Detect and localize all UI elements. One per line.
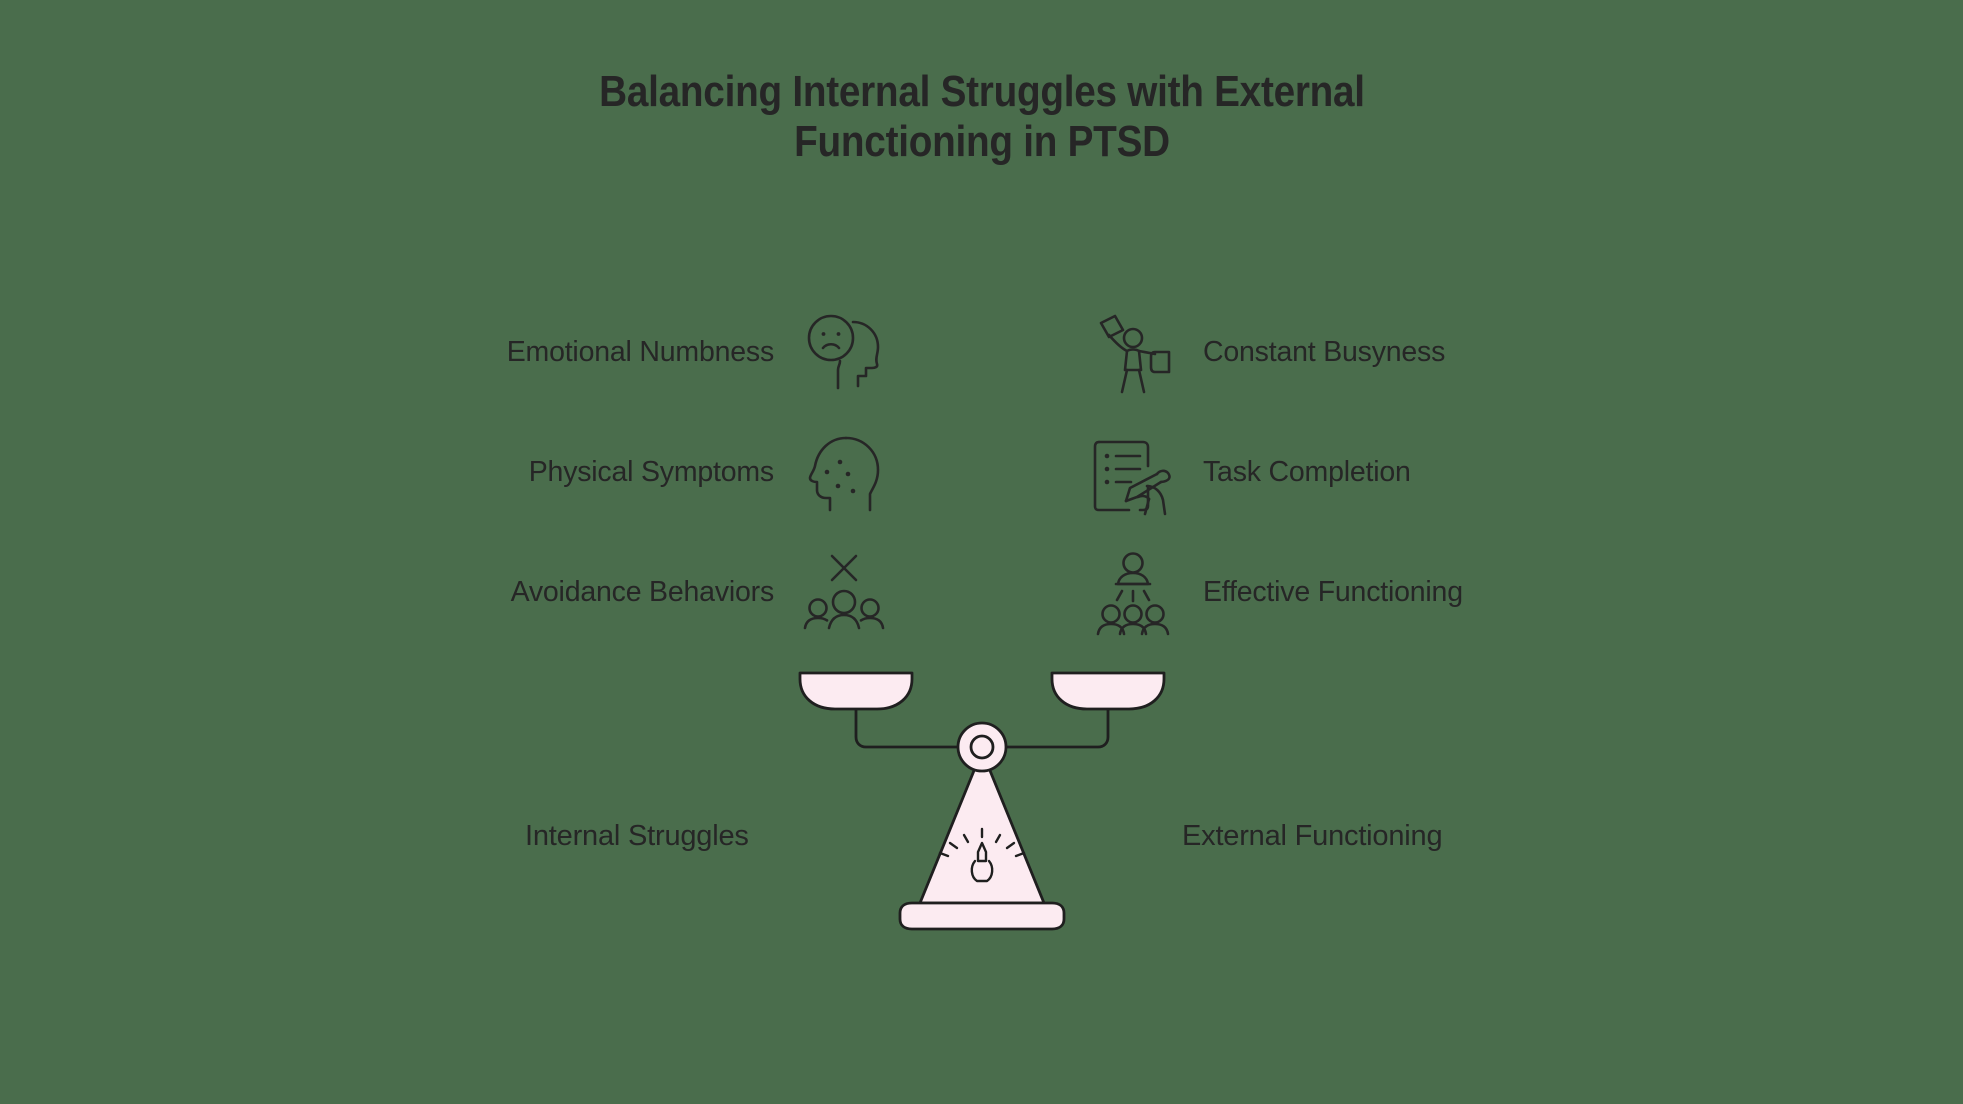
item-label: Task Completion <box>1203 455 1411 488</box>
list-item-emotional-numbness: Emotional Numbness <box>452 292 892 412</box>
busy-person-carrying-boxes-icon <box>1085 304 1181 400</box>
leader-above-people-group-icon <box>1085 544 1181 640</box>
scale-label-external-functioning: External Functioning <box>1182 820 1443 852</box>
scale-pan-right <box>1050 671 1165 711</box>
list-item-task-completion: Task Completion <box>1085 412 1545 532</box>
page-title: Balancing Internal Struggles with Extern… <box>432 67 1532 166</box>
list-item-effective-functioning: Effective Functioning <box>1085 532 1545 652</box>
list-item-constant-busyness: Constant Busyness <box>1085 292 1545 412</box>
sad-face-head-profile-icon <box>796 304 892 400</box>
x-over-people-group-icon <box>796 544 892 640</box>
item-label: Constant Busyness <box>1203 335 1446 368</box>
item-label: Physical Symptoms <box>528 455 774 488</box>
balance-scale <box>772 655 1192 945</box>
external-functioning-column: Constant Busyness <box>1085 292 1545 652</box>
page-title-line-2: Functioning in PTSD <box>793 116 1170 166</box>
internal-struggles-column: Emotional Numbness Physical Symptoms <box>452 292 892 652</box>
scale-label-internal-struggles: Internal Struggles <box>525 820 749 852</box>
item-label: Effective Functioning <box>1203 575 1463 608</box>
head-profile-dots-icon <box>796 424 892 520</box>
list-item-physical-symptoms: Physical Symptoms <box>452 412 892 532</box>
item-label: Avoidance Behaviors <box>510 575 775 608</box>
list-item-avoidance-behaviors: Avoidance Behaviors <box>452 532 892 652</box>
scale-pan-left <box>798 671 913 711</box>
checklist-hand-pen-icon <box>1085 424 1181 520</box>
item-label: Emotional Numbness <box>506 335 774 368</box>
page-title-line-1: Balancing Internal Struggles with Extern… <box>598 67 1365 117</box>
